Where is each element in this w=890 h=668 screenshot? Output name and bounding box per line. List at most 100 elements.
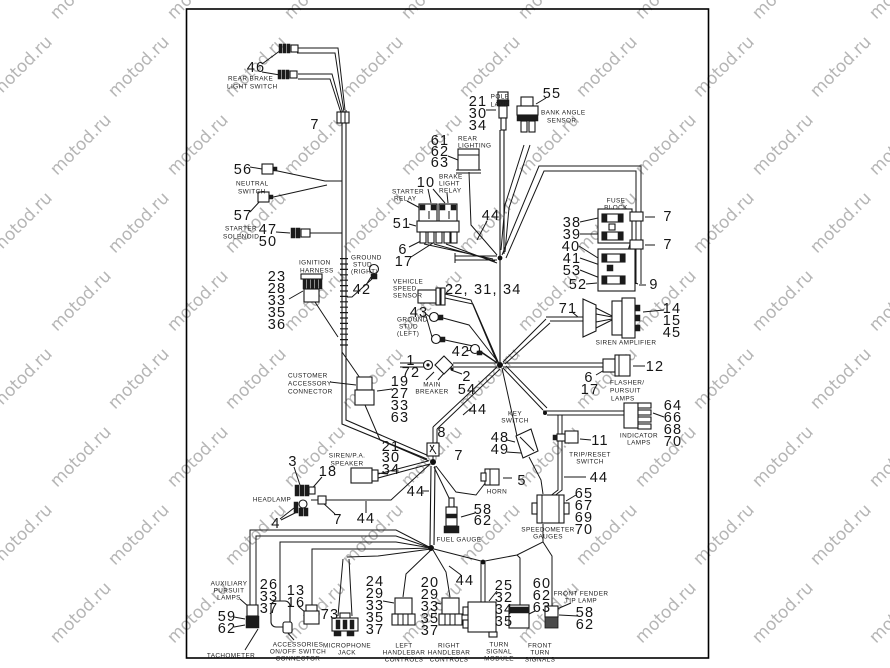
watermark-text: motod.ru: [806, 32, 875, 101]
watermark-text: motod.ru: [104, 32, 173, 101]
callout-45: 45: [663, 325, 682, 341]
watermark-text: motod.ru: [631, 0, 700, 24]
watermark-text: motod.ru: [514, 0, 583, 24]
watermark-text: motod.ru: [163, 422, 232, 491]
watermark-text: motod.ru: [689, 188, 758, 257]
label-turn-signal-module-2: SIGNAL: [486, 649, 512, 656]
diagram-border: [185, 8, 710, 659]
callout-62-fender: 62: [576, 617, 595, 633]
callout-40: 40: [562, 239, 581, 255]
headlamp-connector-7-symbol: [317, 495, 327, 505]
label-flasher-pursuit-lamps-3: LAMPS: [611, 396, 635, 403]
tachometer-aux-lamps-symbol: [245, 604, 260, 629]
callout-19: 19: [391, 374, 410, 390]
callout-7-headlamp: 7: [333, 512, 342, 528]
siren-pa-speaker-symbol: [350, 467, 379, 484]
label-speedometer-gauges-1: SPEEDOMETER: [521, 527, 574, 534]
watermark-text: motod.ru: [455, 32, 524, 101]
label-right-handlebar-controls-2: HANDLEBAR: [428, 650, 471, 657]
callout-60: 60: [533, 576, 552, 592]
indicator-lamps-symbol: [623, 402, 652, 430]
label-trip-reset-switch-1: TRIP/RESET: [569, 452, 611, 459]
callout-26: 26: [260, 577, 279, 593]
callout-67: 67: [575, 498, 594, 514]
callout-18: 18: [319, 464, 338, 480]
watermark-text: motod.ru: [806, 344, 875, 413]
label-ground-stud-right-1: GROUND: [351, 255, 382, 262]
label-siren-pa-speaker-1: SIREN/P.A.: [329, 453, 366, 460]
label-accessories-connector-1: ACCESSORIES: [273, 642, 324, 649]
callout-27: 27: [391, 386, 410, 402]
speedometer-gauges-symbol: [531, 494, 570, 524]
callout-51: 51: [393, 216, 412, 232]
callout-37-lh: 37: [366, 622, 385, 638]
callout-9: 9: [649, 277, 658, 293]
label-auxiliary-pursuit-lamps-2: PURSUIT: [214, 588, 245, 595]
callout-28: 28: [268, 281, 287, 297]
label-pole-lamp-2: LAMP: [490, 102, 509, 109]
rear-lighting-symbol: [456, 148, 481, 174]
label-rear-brake-light-switch-2: LIGHT SWITCH: [227, 84, 277, 91]
callout-44-main: 44: [407, 484, 426, 500]
watermark-text: motod.ru: [221, 188, 290, 257]
callout-71: 71: [559, 301, 578, 317]
callout-30-pole: 30: [469, 106, 488, 122]
label-ground-stud-left-3: (LEFT): [397, 331, 419, 338]
watermark-text: motod.ru: [689, 344, 758, 413]
label-flasher-pursuit-lamps-1: FLASHER/: [610, 380, 644, 387]
callout-62-rear: 62: [431, 144, 450, 160]
label-main-breaker-1: MAIN: [423, 382, 441, 389]
label-starter-solenoid-2: SOLENOID: [223, 234, 259, 241]
fuel-gauge-symbol: [443, 497, 460, 534]
customer-accessory-connector-symbol: [354, 376, 375, 406]
callout-47: 47: [259, 222, 278, 238]
label-auxiliary-pursuit-lamps-1: AUXILIARY: [211, 581, 248, 588]
ignition-harness-symbol: [300, 273, 323, 303]
bank-angle-sensor-symbol: [516, 96, 539, 133]
callout-72: 72: [402, 365, 421, 381]
label-starter-relay-2: RELAY: [394, 196, 417, 203]
callout-59: 59: [218, 609, 237, 625]
label-turn-signal-module-1: TURN: [489, 642, 508, 649]
watermark-text: motod.ru: [104, 188, 173, 257]
junction-central: [497, 362, 503, 368]
connector-13-16-symbol: [303, 604, 320, 625]
label-vehicle-speed-sensor-3: SENSOR: [393, 293, 422, 300]
callout-7-fuse-2: 7: [663, 237, 672, 253]
callout-24: 24: [366, 574, 385, 590]
label-indicator-lamps-2: LAMPS: [627, 440, 651, 447]
callout-61: 61: [431, 133, 450, 149]
callout-25: 25: [495, 578, 514, 594]
callout-4: 4: [271, 516, 280, 532]
callout-66: 66: [664, 410, 683, 426]
callout-7-hub: 7: [454, 448, 463, 464]
label-bank-angle-sensor-2: SENSOR: [547, 118, 576, 125]
label-ignition-harness-2: HARNESS: [300, 268, 334, 275]
label-brake-light-relay-2: LIGHT: [439, 181, 460, 188]
fuse-block-symbol: [597, 208, 644, 292]
label-front-turn-signals-2: TURN: [530, 650, 549, 657]
callout-6-flasher: 6: [584, 370, 593, 386]
watermark-text: motod.ru: [0, 32, 57, 101]
callout-33-cac: 33: [391, 398, 410, 414]
callout-73: 73: [321, 607, 340, 623]
watermark-text: motod.ru: [865, 0, 890, 24]
trip-reset-switch-symbol: [552, 430, 579, 444]
callout-3: 3: [288, 454, 297, 470]
watermark-text: motod.ru: [689, 32, 758, 101]
callout-36: 36: [268, 317, 287, 333]
callout-29-lh: 29: [366, 586, 385, 602]
callout-5: 5: [517, 473, 526, 489]
label-ground-stud-left-1: GROUND: [397, 317, 428, 324]
front-fender-tip-lamp-symbol: [544, 605, 559, 629]
callout-1: 1: [406, 353, 415, 369]
callout-20: 20: [421, 575, 440, 591]
callout-41: 41: [563, 251, 582, 267]
callout-63-fts: 63: [533, 600, 552, 616]
label-ground-stud-right-2: STUD: [353, 262, 372, 269]
component-symbols: [245, 43, 652, 638]
front-turn-signals-symbol: [508, 604, 530, 629]
label-starter-relay-1: STARTER: [392, 189, 424, 196]
label-microphone-jack-2: JACK: [338, 650, 356, 657]
